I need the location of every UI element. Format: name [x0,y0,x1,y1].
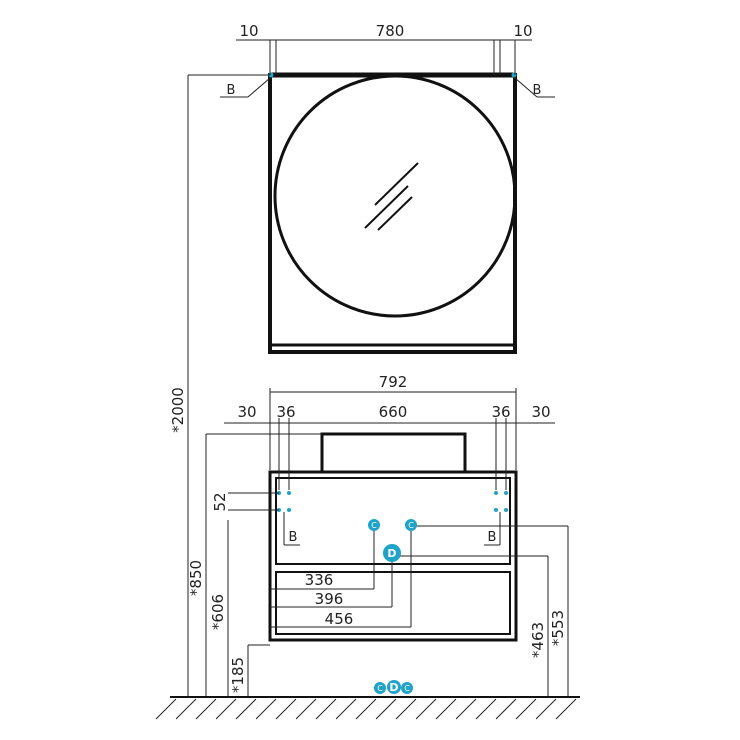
floor-marker-c-right [401,682,413,694]
mount-point [287,508,291,512]
svg-text:C: C [404,684,410,693]
mount-point [494,491,498,495]
floor-hatching [155,698,577,720]
glass-reflection-mark [377,196,413,231]
dim-mirror-width: 780 [376,22,405,40]
cabinet-mark-b-right: B [488,530,497,545]
vanity-cabinet [268,432,518,642]
mark-b-left: B [227,83,236,98]
sink-basin [320,432,467,474]
dim-height-553: *553 [549,610,567,646]
dim-cabinet-660: 660 [379,403,408,421]
svg-text:C: C [408,521,414,530]
dim-height-185: *185 [229,657,247,693]
marker-c-right [405,519,417,531]
svg-text:C: C [377,684,383,693]
offset-dimensions: 336 396 456 [270,571,411,628]
dim-cabinet-36-left: 36 [276,403,295,421]
mirror-width-dimensions: 10 780 10 [236,22,533,75]
dim-336: 336 [305,571,334,589]
cabinet-upper-drawer [275,477,511,565]
floor: C D C [155,680,580,720]
mount-point [494,508,498,512]
mount-point [504,491,508,495]
svg-text:C: C [371,521,377,530]
mount-point [287,491,291,495]
mark-b-right: B [533,83,542,98]
cabinet-connection-markers: C C D [368,519,568,627]
dim-cabinet-36-right: 36 [491,403,510,421]
marker-d [383,544,401,562]
cabinet-b-leaders: B B [283,512,501,546]
dim-cabinet-30-right: 30 [531,403,550,421]
dim-height-850: *850 [187,560,205,596]
dim-cabinet-30-left: 30 [237,403,256,421]
mirror-b-leaders: B B [220,77,555,98]
glass-reflection-mark [364,185,409,229]
dim-height-463: *463 [529,622,547,658]
dim-height-606: *606 [209,594,227,630]
glass-reflection-mark [374,162,419,206]
cabinet-lower-drawer [275,571,511,635]
svg-text:D: D [387,547,396,560]
floor-marker-d [387,680,401,694]
dim-mirror-left: 10 [239,22,258,40]
dim-396: 396 [315,590,344,608]
cabinet-mark-b-left: B [289,530,298,545]
cabinet-width-dimensions: 792 30 36 660 36 30 [224,373,555,490]
height-dimensions: *2000 *850 *606 *185 *463 *553 [169,74,569,697]
floor-marker-c-left [374,682,386,694]
dim-mirror-right: 10 [513,22,532,40]
dim-cabinet-total: 792 [379,373,408,391]
mount-point [511,72,517,78]
dim-52-group: 52 [211,492,279,512]
dim-456: 456 [325,610,354,628]
dim-52: 52 [211,492,229,511]
round-mirror [273,74,517,318]
marker-c-left [368,519,380,531]
mirror-assembly [268,72,517,354]
svg-text:D: D [389,681,398,694]
mount-point [504,508,508,512]
dim-height-2000: *2000 [169,387,187,433]
